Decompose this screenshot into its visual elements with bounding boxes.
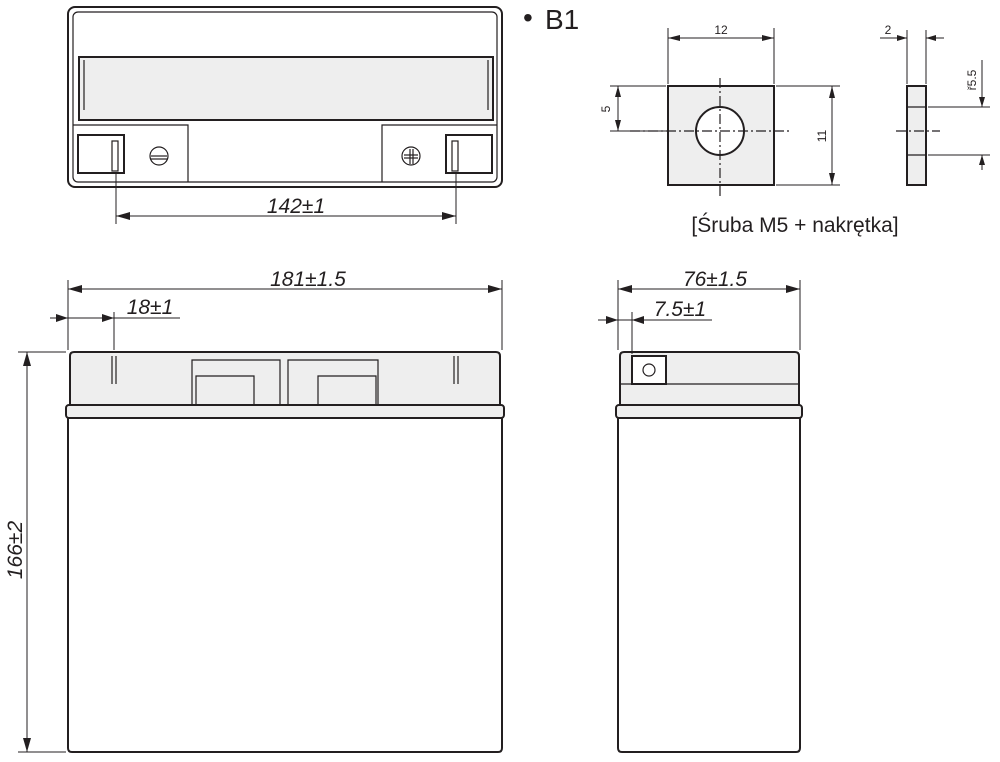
side-view-case	[617, 418, 801, 753]
terminal-spacing-label: 142±1	[267, 195, 325, 218]
model-name: B1	[545, 4, 579, 35]
side-terminal-bolt	[642, 363, 656, 377]
front-view-lid	[69, 351, 501, 406]
side-depth-label: 76±1.5	[683, 268, 747, 291]
top-view-terminal-recess	[73, 124, 497, 182]
front-view-lid-recess	[191, 359, 379, 405]
side-view-lid-rim	[615, 404, 803, 419]
side-view: 76±1.5 7.5±1	[598, 268, 803, 753]
positive-sign-icon	[401, 146, 421, 166]
plate-thickness-label: 2	[885, 23, 892, 37]
top-view-vent-cover	[78, 56, 494, 121]
front-view: 181±1.5 18±1 166±2	[4, 268, 505, 753]
top-view-outer-outline	[67, 6, 503, 188]
top-view-inner-outline	[72, 11, 498, 183]
front-terminal-offset-label: 18±1	[127, 296, 174, 319]
front-width-label: 181±1.5	[270, 268, 346, 291]
terminal-caption: [Śruba M5 + nakrętka]	[691, 213, 898, 237]
hole-diameter-label: ř5.5	[965, 69, 979, 90]
height-label: 166±2	[4, 521, 27, 580]
model-label: • B1	[523, 2, 579, 35]
negative-sign-icon	[149, 146, 169, 166]
front-view-lid-rim	[65, 404, 505, 419]
negative-terminal-slot	[111, 140, 119, 172]
side-terminal	[631, 355, 667, 385]
plate-height-label: 11	[815, 129, 829, 142]
terminal-plate-side	[906, 85, 927, 186]
plate-width-label: 12	[714, 23, 728, 37]
top-view: 142±1	[67, 6, 503, 224]
front-view-case	[67, 418, 503, 753]
hole-offset-label: 5	[599, 105, 613, 112]
terminal-plate-front	[667, 85, 775, 186]
positive-terminal-slot	[451, 140, 459, 172]
terminal-detail: 12 5 11 2 ř5.5 [Śrub	[599, 23, 990, 237]
side-terminal-offset-label: 7.5±1	[654, 298, 706, 321]
model-bullet: •	[523, 2, 533, 33]
